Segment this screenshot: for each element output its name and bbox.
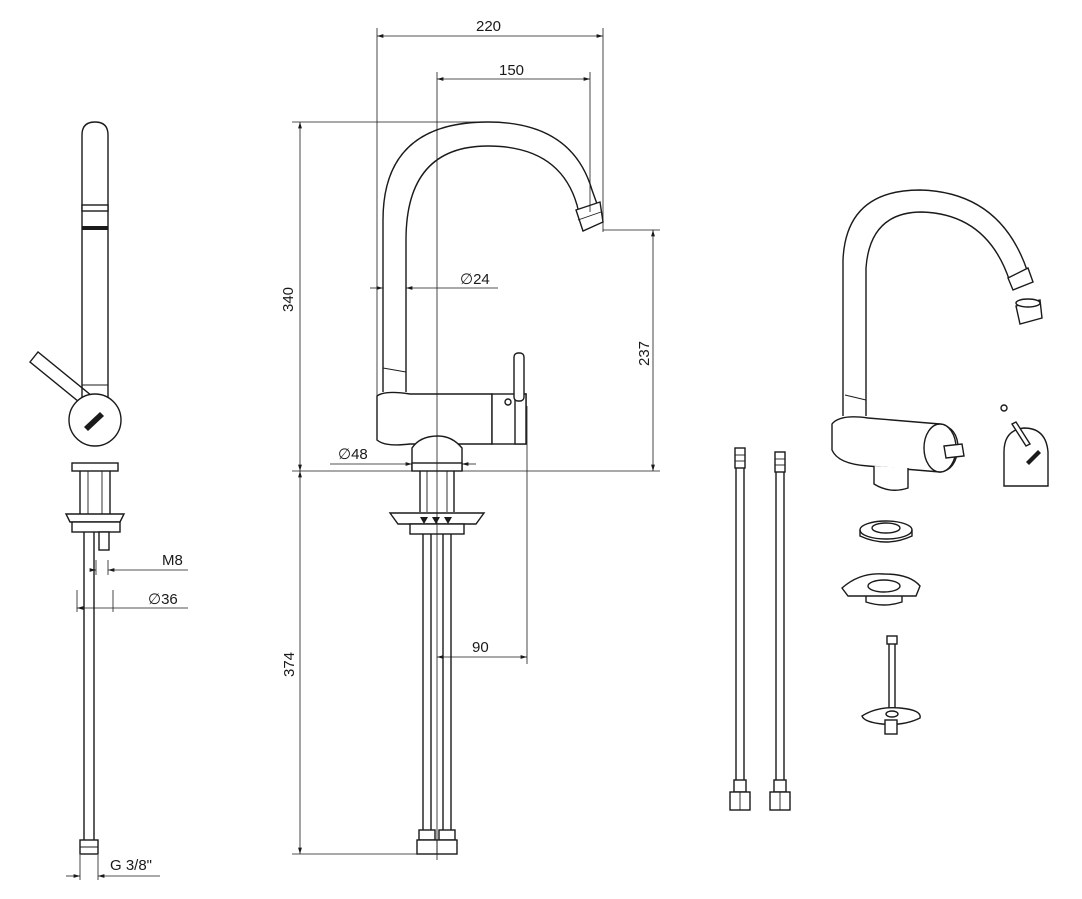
thread-label: M8 <box>162 552 183 569</box>
overall-width-label: 220 <box>476 18 501 35</box>
spout-height-label: 237 <box>636 341 653 366</box>
side-view <box>29 121 126 855</box>
reach-label: 150 <box>499 62 524 79</box>
connection-label: G 3/8" <box>110 857 152 874</box>
flexible-hoses <box>729 447 791 811</box>
exploded-view <box>831 189 1049 735</box>
height-total-label: 340 <box>280 287 297 312</box>
spout-diameter-label: ∅24 <box>460 271 490 288</box>
base-diameter-label: ∅48 <box>338 446 368 463</box>
side-dimensions: M8 ∅36 G 3/8" <box>66 552 188 880</box>
shank-length-label: 374 <box>281 652 298 677</box>
front-dimensions: 220 150 340 237 ∅24 ∅48 374 90 <box>280 18 660 860</box>
hole-diameter-label: ∅36 <box>148 591 178 608</box>
front-view <box>376 121 604 855</box>
handle-offset-label: 90 <box>472 639 489 656</box>
